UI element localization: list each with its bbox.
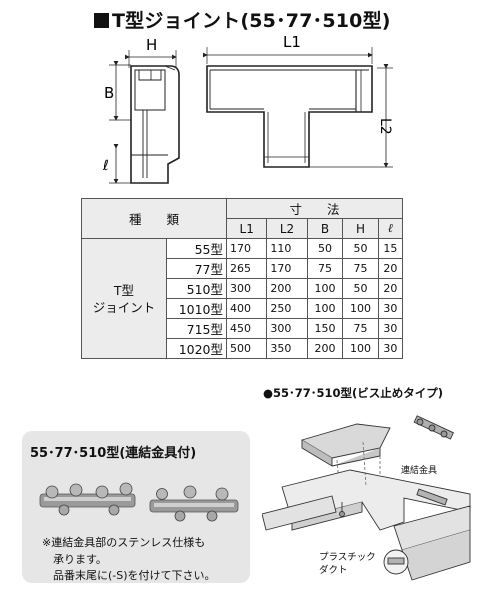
col-type-header: 種 類 — [81, 198, 227, 239]
subheader-h: H — [342, 218, 379, 239]
l2-cell: 110 — [266, 238, 308, 259]
note-line-3: 品番末尾に(-S)を付けて下さい。 — [53, 569, 216, 582]
model-cell: 77型 — [166, 258, 227, 279]
b-cell: 200 — [306, 338, 344, 359]
model-cell: 510型 — [166, 278, 227, 299]
subheader-l: ℓ — [377, 218, 404, 239]
product-name-line2: ジョイント — [92, 299, 156, 315]
table-row: 77型 265 170 75 75 20 — [82, 258, 404, 279]
l2-cell: 170 — [266, 258, 308, 279]
h-cell: 50 — [342, 278, 379, 299]
screw-type-caption: ●55･77･510型(ビス止めタイプ) — [263, 386, 444, 400]
subheader-l1: L1 — [225, 218, 268, 239]
table-subheader-row: L1 L2 B H ℓ — [82, 218, 404, 239]
h-cell: 75 — [342, 258, 379, 279]
b-cell: 100 — [306, 278, 344, 299]
connector-label: 連結金具 — [401, 466, 438, 476]
note-line-1: ※連結金具部のステンレス仕様も — [42, 536, 206, 549]
title-square-bullet — [94, 13, 109, 28]
b-cell: 50 — [306, 238, 344, 259]
front-view — [203, 47, 393, 168]
l-cell: 20 — [377, 258, 404, 279]
table-row: 1020型 500 350 200 100 30 — [82, 338, 404, 359]
l2-cell: 200 — [266, 278, 308, 299]
l1-cell: 500 — [225, 338, 268, 359]
table-row: 1010型 400 250 100 100 30 — [82, 298, 404, 319]
model-cell: 1010型 — [166, 298, 227, 319]
dim-l1-label: L1 — [283, 33, 301, 51]
product-name-line1: T型 — [113, 282, 135, 298]
h-cell: 50 — [342, 238, 379, 259]
duct-label-line1: プラスチック — [319, 552, 376, 563]
h-cell: 100 — [342, 338, 379, 359]
dim-l2-label: L2 — [377, 118, 393, 135]
b-cell: 150 — [306, 318, 344, 339]
dim-b-label: B — [104, 84, 114, 102]
l2-cell: 300 — [266, 318, 308, 339]
connector-photos — [39, 482, 239, 522]
model-cell: 1020型 — [166, 338, 227, 359]
subheader-l2: L2 — [266, 218, 308, 239]
duct-label-line2: ダクト — [319, 565, 348, 576]
table-header-row: 種 類 寸 法 — [81, 198, 403, 239]
b-cell: 100 — [306, 298, 344, 319]
l2-cell: 350 — [266, 338, 308, 359]
dim-h-label: H — [146, 36, 157, 54]
l1-cell: 450 — [225, 318, 268, 339]
l1-cell: 265 — [225, 258, 268, 279]
dimension-drawing: H B ℓ L1 L2 — [102, 33, 393, 184]
l2-cell: 250 — [266, 298, 308, 319]
product-name-cell: T型ジョイント — [81, 238, 167, 359]
l1-cell: 400 — [225, 298, 268, 319]
l1-cell: 170 — [225, 238, 268, 259]
note-line-2: 承ります。 — [53, 553, 107, 566]
side-view — [109, 50, 180, 184]
l-cell: 15 — [377, 238, 404, 259]
model-cell: 715型 — [166, 318, 227, 339]
dim-l-label: ℓ — [102, 158, 109, 174]
l-cell: 30 — [377, 298, 404, 319]
b-cell: 75 — [306, 258, 344, 279]
connector-box-title: 55･77･510型(連結金具付) — [30, 446, 197, 461]
l-cell: 30 — [377, 318, 404, 339]
h-cell: 100 — [342, 298, 379, 319]
l-cell: 30 — [377, 338, 404, 359]
l-cell: 20 — [377, 278, 404, 299]
table-row: 510型 300 200 100 50 20 — [82, 278, 404, 299]
page-title: T型ジョイント(55･77･510型) — [94, 6, 391, 33]
l1-cell: 300 — [225, 278, 268, 299]
col-dims-header: 寸 法 — [226, 198, 403, 219]
connector-photo-2 — [149, 485, 239, 522]
model-cell: 55型 — [166, 238, 227, 259]
connector-photo-1 — [39, 482, 136, 516]
title-text: T型ジョイント(55･77･510型) — [112, 10, 391, 32]
table-row: T型ジョイント 55型 170 110 50 50 15 — [81, 238, 404, 359]
spec-table: 種 類 寸 法 L1 L2 B H ℓ T型ジョイント 55型 170 110 … — [81, 198, 404, 359]
subheader-b: B — [306, 218, 344, 239]
h-cell: 75 — [342, 318, 379, 339]
assembly-illustration — [262, 415, 471, 581]
